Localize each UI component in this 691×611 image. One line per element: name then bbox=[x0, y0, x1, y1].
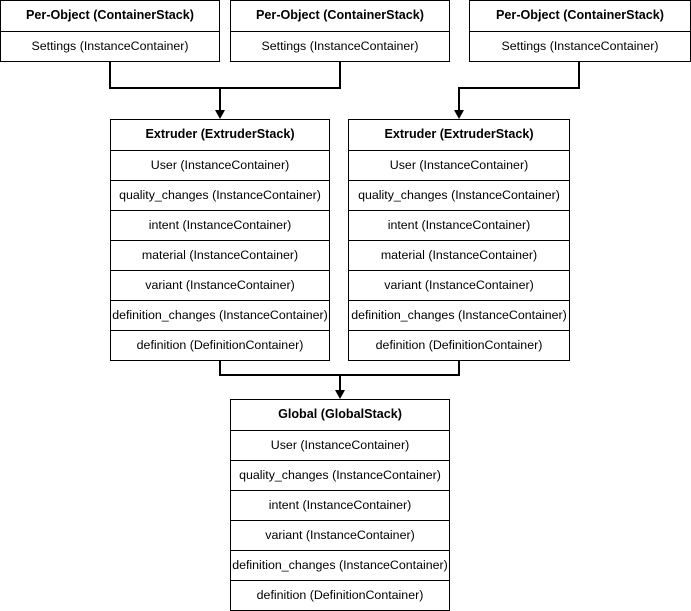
node-row: variant (InstanceContainer) bbox=[349, 270, 569, 300]
node-row: variant (InstanceContainer) bbox=[231, 520, 449, 550]
node-header: Per-Object (ContainerStack) bbox=[231, 1, 449, 31]
node-row: intent (InstanceContainer) bbox=[231, 490, 449, 520]
node-row: Settings (InstanceContainer) bbox=[470, 31, 690, 61]
edge-per-object-1-drop bbox=[109, 58, 111, 89]
node-row: variant (InstanceContainer) bbox=[111, 270, 329, 300]
node-header: Extruder (ExtruderStack) bbox=[111, 120, 329, 150]
edge-extruder-2-drop bbox=[458, 360, 460, 376]
node-row: Settings (InstanceContainer) bbox=[1, 31, 219, 61]
node-row: definition_changes (InstanceContainer) bbox=[349, 300, 569, 330]
node-row: quality_changes (InstanceContainer) bbox=[349, 180, 569, 210]
node-row: definition (DefinitionContainer) bbox=[111, 330, 329, 360]
node-row: intent (InstanceContainer) bbox=[111, 210, 329, 240]
node-header: Per-Object (ContainerStack) bbox=[1, 1, 219, 31]
node-global[interactable]: Global (GlobalStack) User (InstanceConta… bbox=[230, 399, 450, 611]
arrow-into-extruder-1 bbox=[215, 110, 225, 119]
edge-extruder-1-inbound bbox=[219, 87, 221, 112]
node-extruder-1[interactable]: Extruder (ExtruderStack) User (InstanceC… bbox=[110, 119, 330, 361]
node-row: definition_changes (InstanceContainer) bbox=[231, 550, 449, 580]
edge-per-object-3-bar bbox=[458, 87, 579, 89]
edge-extruder-1-drop bbox=[219, 360, 221, 376]
node-per-object-2[interactable]: Per-Object (ContainerStack) Settings (In… bbox=[230, 0, 450, 62]
node-row: Settings (InstanceContainer) bbox=[231, 31, 449, 61]
node-row: quality_changes (InstanceContainer) bbox=[231, 460, 449, 490]
node-row: definition (DefinitionContainer) bbox=[231, 580, 449, 610]
node-row: quality_changes (InstanceContainer) bbox=[111, 180, 329, 210]
node-row: material (InstanceContainer) bbox=[349, 240, 569, 270]
node-row: definition_changes (InstanceContainer) bbox=[111, 300, 329, 330]
node-per-object-1[interactable]: Per-Object (ContainerStack) Settings (In… bbox=[0, 0, 220, 62]
node-header: Global (GlobalStack) bbox=[231, 400, 449, 430]
arrow-into-extruder-2 bbox=[454, 110, 464, 119]
node-row: User (InstanceContainer) bbox=[349, 150, 569, 180]
node-row: User (InstanceContainer) bbox=[111, 150, 329, 180]
node-header: Extruder (ExtruderStack) bbox=[349, 120, 569, 150]
node-header: Per-Object (ContainerStack) bbox=[470, 1, 690, 31]
edge-extruder-2-inbound bbox=[458, 87, 460, 112]
edge-per-object-3-drop bbox=[578, 58, 580, 89]
edge-per-object-2-drop bbox=[339, 58, 341, 89]
node-row: definition (DefinitionContainer) bbox=[349, 330, 569, 360]
node-extruder-2[interactable]: Extruder (ExtruderStack) User (InstanceC… bbox=[348, 119, 570, 361]
edge-per-object-merge-bar bbox=[109, 87, 341, 89]
edge-global-inbound bbox=[339, 374, 341, 392]
node-row: intent (InstanceContainer) bbox=[349, 210, 569, 240]
arrow-into-global bbox=[335, 390, 345, 399]
node-row: material (InstanceContainer) bbox=[111, 240, 329, 270]
node-row: User (InstanceContainer) bbox=[231, 430, 449, 460]
node-per-object-3[interactable]: Per-Object (ContainerStack) Settings (In… bbox=[469, 0, 691, 62]
